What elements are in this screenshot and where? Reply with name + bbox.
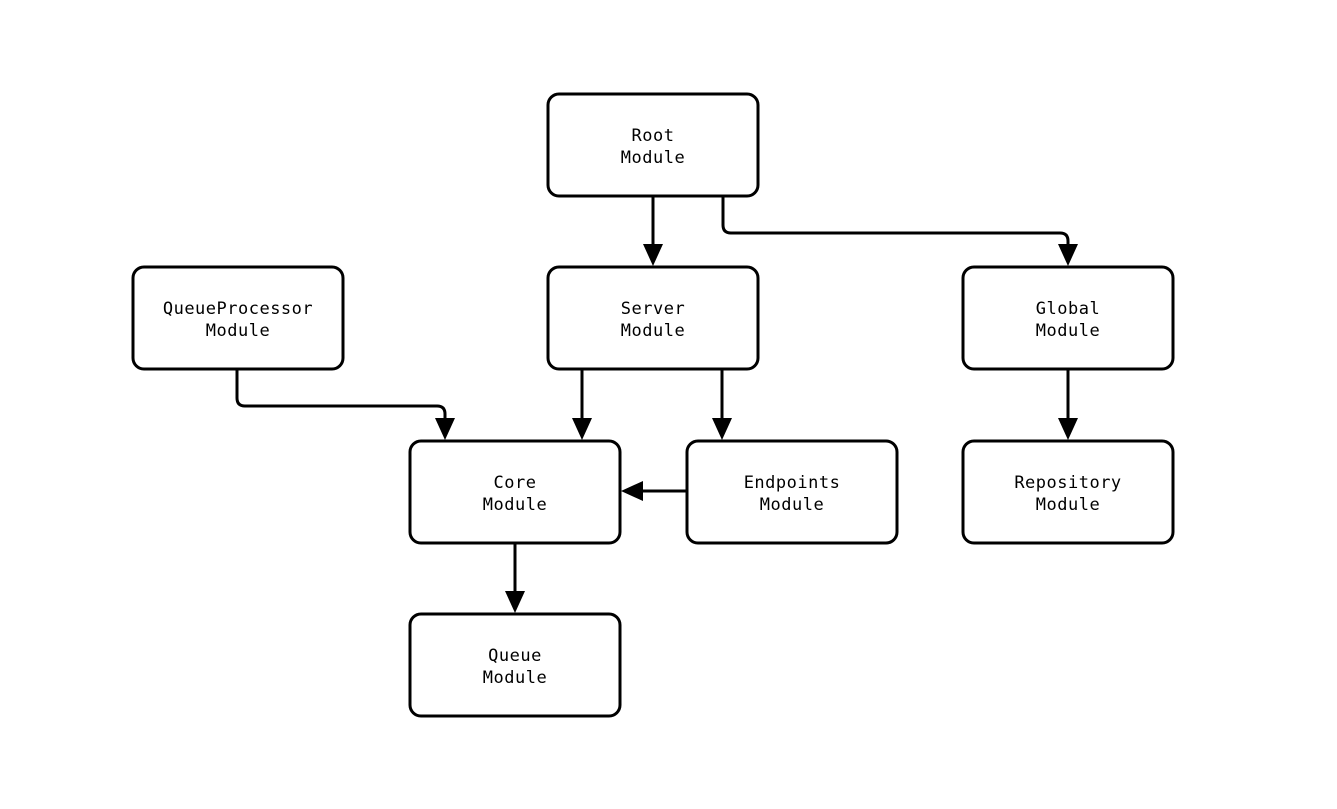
node-global-module-label-line2: Module: [1036, 321, 1100, 341]
node-root-module-box[interactable]: [546, 92, 760, 198]
node-server-module-label-line2: Module: [621, 321, 685, 341]
node-queue-module-label-line1: Queue: [488, 646, 542, 666]
node-endpoints-module-label-line1: Endpoints: [744, 473, 841, 493]
edge-queueprocessor-to-core: [235, 369, 455, 440]
node-core-module-label-line1: Core: [494, 473, 537, 493]
node-core-module-box[interactable]: [408, 439, 622, 545]
node-queueprocessor-module-box[interactable]: [131, 265, 345, 371]
edge-core-to-queue: [505, 543, 525, 613]
node-queueprocessor-module-label-line1: QueueProcessor: [163, 299, 313, 319]
node-queue-module-label-line2: Module: [483, 668, 547, 688]
node-server-module-box[interactable]: [546, 265, 760, 371]
node-global-module-box[interactable]: [961, 265, 1175, 371]
node-endpoints-module-label-line2: Module: [760, 495, 824, 515]
node-repository-module-box[interactable]: [961, 439, 1175, 545]
node-queueprocessor-module[interactable]: QueueProcessor Module: [131, 265, 345, 371]
node-root-module-label-line2: Module: [621, 148, 685, 168]
edge-server-to-endpoints: [712, 369, 732, 440]
edge-endpoints-to-core: [621, 481, 687, 501]
node-queue-module[interactable]: Queue Module: [408, 612, 622, 718]
edge-layer: [235, 196, 1078, 613]
node-server-module[interactable]: Server Module: [546, 265, 760, 371]
node-global-module[interactable]: Global Module: [961, 265, 1175, 371]
edge-global-to-repository: [1058, 369, 1078, 440]
node-root-module-label-line1: Root: [632, 126, 675, 146]
node-endpoints-module-box[interactable]: [685, 439, 899, 545]
node-global-module-label-line1: Global: [1036, 299, 1100, 319]
node-endpoints-module[interactable]: Endpoints Module: [685, 439, 899, 545]
node-queueprocessor-module-label-line2: Module: [206, 321, 270, 341]
node-core-module-label-line2: Module: [483, 495, 547, 515]
edge-root-to-server: [643, 196, 663, 266]
node-repository-module-label-line2: Module: [1036, 495, 1100, 515]
node-server-module-label-line1: Server: [621, 299, 685, 319]
node-layer: Root Module QueueProcessor Module Server…: [131, 92, 1175, 718]
edge-server-to-core: [572, 369, 592, 440]
node-repository-module-label-line1: Repository: [1014, 473, 1121, 493]
node-root-module[interactable]: Root Module: [546, 92, 760, 198]
node-core-module[interactable]: Core Module: [408, 439, 622, 545]
node-repository-module[interactable]: Repository Module: [961, 439, 1175, 545]
node-queue-module-box[interactable]: [408, 612, 622, 718]
edge-root-to-global: [721, 196, 1078, 266]
